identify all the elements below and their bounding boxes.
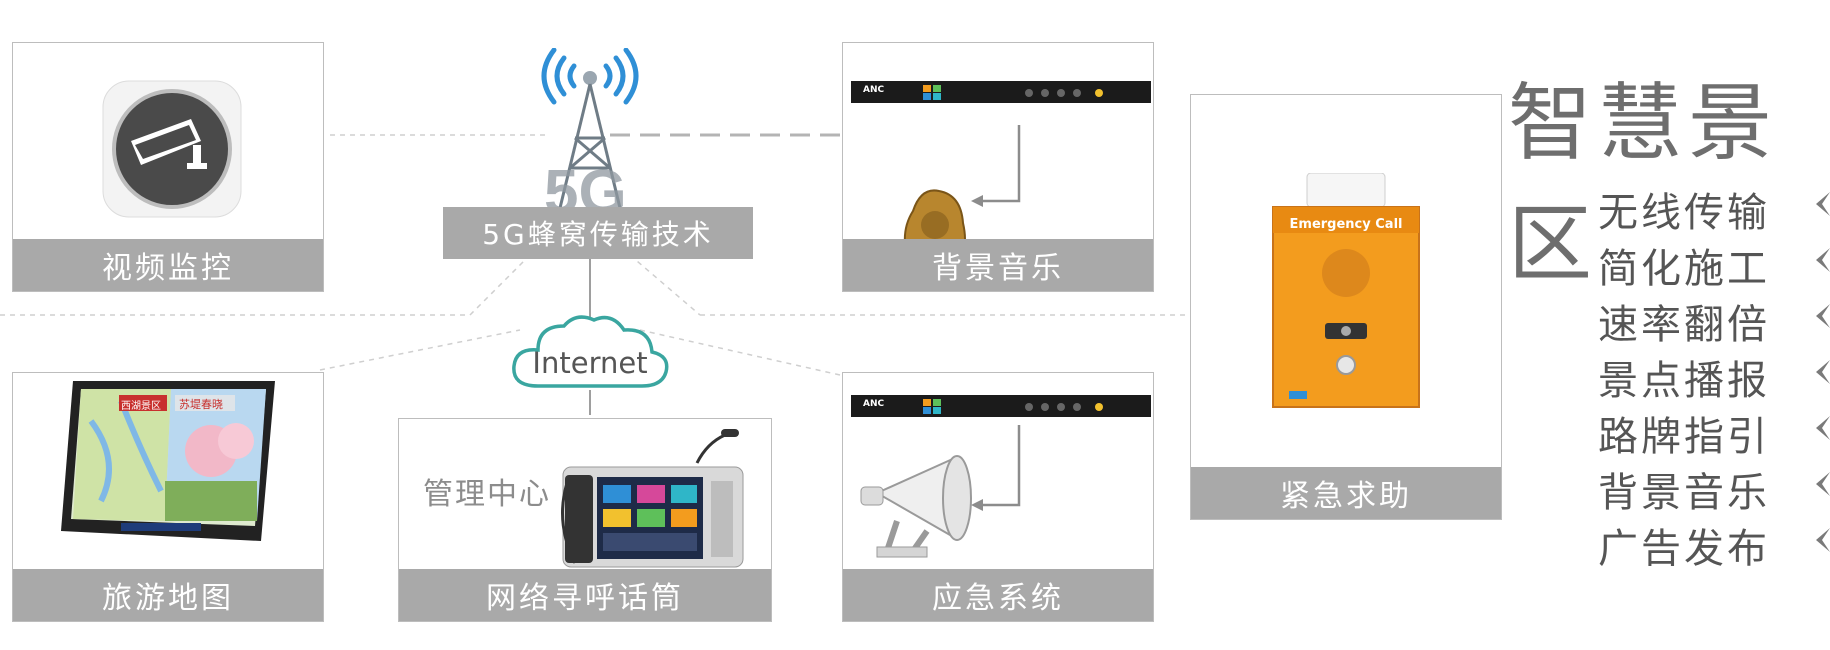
paging-microphone-label: 网络寻呼话筒 — [399, 569, 771, 621]
feature-text: 路牌指引 — [1598, 414, 1770, 460]
internet-cloud-icon — [508, 312, 672, 392]
background-music-card[interactable]: ANC 背景音乐 — [842, 42, 1154, 292]
signal-arrow — [971, 125, 1021, 207]
chevron-left-icon — [1816, 248, 1830, 272]
5g-transmission-label: 5G蜂窝传输技术 — [443, 207, 753, 259]
camera-app-icon — [101, 79, 243, 219]
feature-text: 简化施工 — [1598, 246, 1770, 292]
map-display-screen — [61, 381, 275, 541]
feature-item: 背景音乐 — [1598, 460, 1830, 516]
page-title: 智慧景区 — [1508, 74, 1779, 293]
feature-item: 景点播报 — [1598, 348, 1830, 404]
feature-item: 简化施工 — [1598, 236, 1830, 292]
management-center-label: 管理中心 — [423, 477, 551, 512]
feature-text: 广告发布 — [1598, 526, 1770, 572]
emergency-system-card[interactable]: ANC 应急系统 — [842, 372, 1154, 622]
feature-item: 广告发布 — [1598, 516, 1830, 572]
signal-arrow-2 — [971, 425, 1021, 511]
emergency-help-card[interactable]: Emergency Call 紧急求助 — [1190, 94, 1502, 520]
video-surveillance-label: 视频监控 — [13, 239, 323, 291]
horn-speaker-icon — [857, 443, 987, 567]
tour-map-label: 旅游地图 — [13, 569, 323, 621]
5g-tower-icon: 5G — [530, 48, 650, 218]
emergency-help-label: 紧急求助 — [1191, 467, 1501, 519]
feature-text: 速率翻倍 — [1598, 302, 1770, 348]
chevron-left-icon — [1816, 528, 1830, 552]
amplifier-device-icon — [851, 79, 1151, 105]
feature-item: 路牌指引 — [1598, 404, 1830, 460]
feature-text: 背景音乐 — [1598, 470, 1770, 516]
amplifier-brand-2: ANC — [863, 399, 885, 409]
amplifier-device-icon-2 — [851, 393, 1151, 419]
chevron-left-icon — [1816, 472, 1830, 496]
emergency-system-label: 应急系统 — [843, 569, 1153, 621]
feature-item: 无线传输 — [1598, 180, 1830, 236]
chevron-left-icon — [1816, 192, 1830, 216]
emergency-panel-text: Emergency Call — [1289, 217, 1403, 232]
feature-text: 无线传输 — [1598, 190, 1770, 236]
amplifier-brand: ANC — [863, 85, 885, 95]
map-right-tag: 苏堤春晓 — [179, 398, 223, 411]
map-left-tag: 西湖景区 — [121, 401, 161, 412]
feature-list: 无线传输 简化施工 速率翻倍 景点播报 路牌指引 背景音乐 广告发布 — [1598, 180, 1830, 572]
chevron-left-icon — [1816, 304, 1830, 328]
emergency-call-box-icon — [1269, 173, 1423, 409]
internet-label: Internet — [532, 346, 648, 380]
feature-item: 速率翻倍 — [1598, 292, 1830, 348]
paging-terminal-icon — [547, 423, 757, 571]
chevron-left-icon — [1816, 360, 1830, 384]
paging-microphone-card[interactable]: 管理中心 网络寻呼话筒 — [398, 418, 772, 622]
background-music-label: 背景音乐 — [843, 239, 1153, 291]
feature-text: 景点播报 — [1598, 358, 1770, 404]
video-surveillance-card[interactable]: 视频监控 — [12, 42, 324, 292]
chevron-left-icon — [1816, 416, 1830, 440]
tour-map-card[interactable]: 西湖景区 苏堤春晓 旅游地图 — [12, 372, 324, 622]
